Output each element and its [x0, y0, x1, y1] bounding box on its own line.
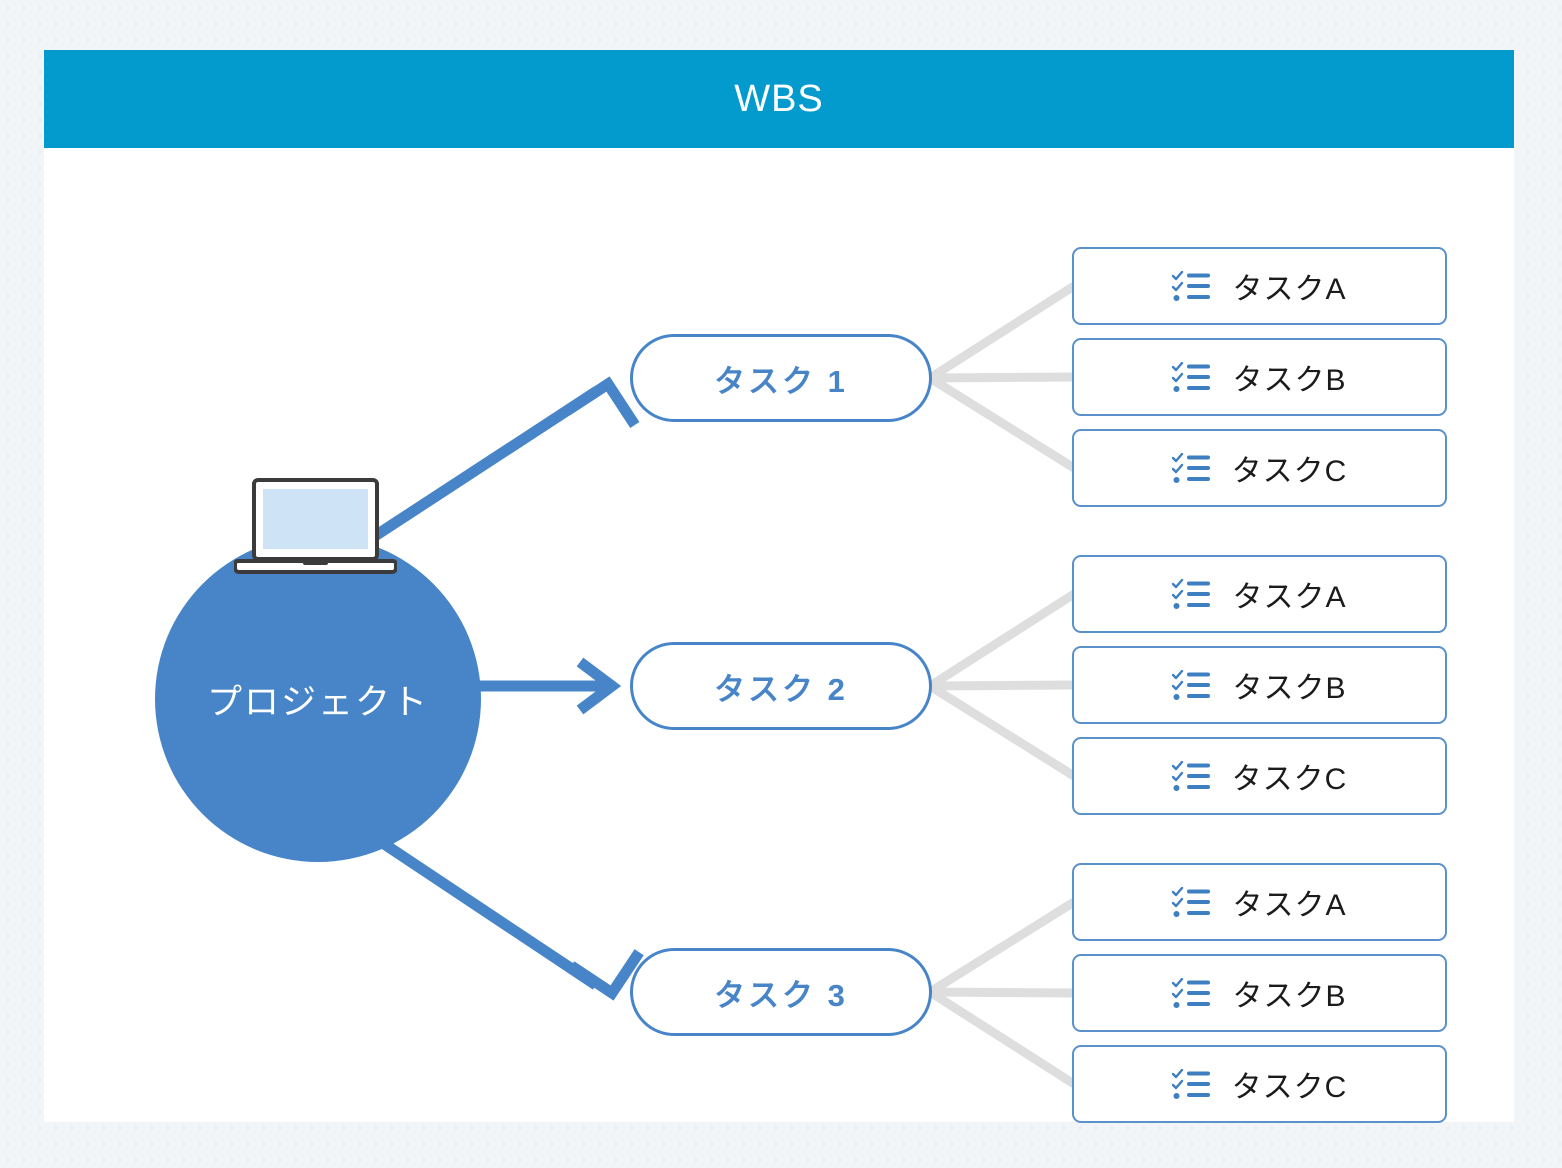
- checklist-icon: [1171, 1069, 1210, 1099]
- arrow-head-task2: [576, 657, 622, 715]
- task-node-2[interactable]: タスク 2: [630, 642, 932, 730]
- subtask-node[interactable]: タスクA: [1072, 247, 1447, 325]
- checklist-icon: [1171, 761, 1210, 791]
- checklist-icon: [1172, 271, 1211, 301]
- root-node-project[interactable]: プロジェクト: [155, 536, 481, 862]
- root-node-label: プロジェクト: [206, 682, 429, 722]
- checklist-icon: [1172, 887, 1211, 917]
- checklist-icon: [1172, 978, 1211, 1008]
- subtask-label: タスクA: [1232, 581, 1347, 614]
- task-node-1[interactable]: タスク 1: [630, 334, 932, 422]
- subtask-node[interactable]: タスクB: [1072, 338, 1447, 416]
- connector-group-task2: [927, 590, 1077, 780]
- diagram-stage: プロジェクト タスク 1 タスク 2 タスク 3: [44, 148, 1514, 1123]
- subtask-label: タスクA: [1232, 273, 1347, 306]
- connector-line: [929, 680, 1075, 691]
- connector-group-task1: [927, 282, 1077, 472]
- subtask-label: タスクC: [1231, 763, 1348, 796]
- subtask-label: タスクB: [1232, 980, 1347, 1013]
- checklist-icon: [1172, 579, 1211, 609]
- laptop-icon: [234, 478, 397, 574]
- page-title: WBS: [734, 77, 824, 120]
- connector-line: [927, 282, 1077, 382]
- connector-line: [929, 987, 1075, 998]
- connector-line: [927, 682, 1077, 780]
- checklist-icon: [1172, 670, 1211, 700]
- subtask-node[interactable]: タスクA: [1072, 863, 1447, 941]
- subtask-label: タスクC: [1231, 455, 1348, 488]
- connector-line: [927, 988, 1077, 1088]
- connector-line: [927, 898, 1077, 996]
- subtask-node[interactable]: タスクC: [1072, 429, 1447, 507]
- subtask-node[interactable]: タスクA: [1072, 555, 1447, 633]
- connector-group-task3: [927, 898, 1077, 1088]
- subtask-label: タスクA: [1232, 889, 1347, 922]
- card-header: WBS: [44, 50, 1514, 148]
- connector-line: [927, 374, 1077, 472]
- task-node-label: タスク 2: [714, 671, 848, 707]
- checklist-icon: [1171, 453, 1210, 483]
- subtask-label: タスクB: [1232, 672, 1347, 705]
- task-node-3[interactable]: タスク 3: [630, 948, 932, 1036]
- task-node-label: タスク 1: [714, 363, 848, 399]
- checklist-icon: [1172, 362, 1211, 392]
- arrow-head-task1: [563, 376, 640, 429]
- wbs-card: WBS: [44, 50, 1514, 1123]
- subtask-label: タスクB: [1232, 364, 1347, 397]
- arrow-head-task3: [568, 949, 644, 1001]
- subtask-node[interactable]: タスクB: [1072, 646, 1447, 724]
- connector-line: [927, 590, 1077, 690]
- subtask-label: タスクC: [1231, 1071, 1348, 1104]
- task-node-label: タスク 3: [714, 977, 848, 1013]
- subtask-node[interactable]: タスクB: [1072, 954, 1447, 1032]
- connector-line: [929, 372, 1075, 383]
- subtask-node[interactable]: タスクC: [1072, 737, 1447, 815]
- subtask-node[interactable]: タスクC: [1072, 1045, 1447, 1123]
